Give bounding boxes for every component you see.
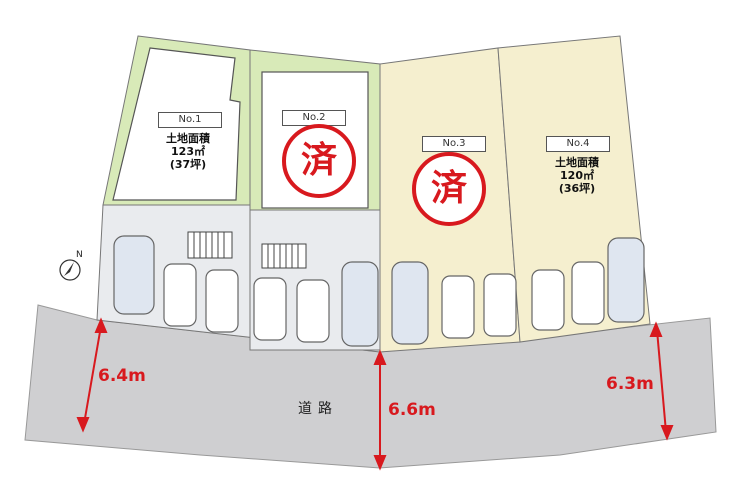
road-label: 道路 — [298, 401, 338, 417]
lot-1-area-title: 土地面積 — [166, 132, 210, 145]
car — [441, 275, 475, 339]
lot-4-label: No.4 — [546, 136, 610, 152]
lot-1-label: No.1 — [158, 112, 222, 128]
compass-north-label: N — [76, 250, 83, 260]
car — [531, 269, 565, 331]
car — [205, 269, 239, 333]
stairs-lot-1 — [187, 231, 233, 259]
car — [483, 273, 517, 337]
lot-3-label: No.3 — [422, 136, 486, 152]
lot-1-area-sqm: 123㎡ — [171, 145, 205, 158]
car — [607, 237, 645, 323]
car — [571, 261, 605, 325]
dimension-right: 6.3m — [606, 374, 654, 394]
lot-4-area-tsubo: (36坪) — [558, 182, 596, 195]
lot-4-area-sqm: 120㎡ — [560, 169, 594, 182]
dimension-center: 6.6m — [388, 400, 436, 420]
lot-3-sold-stamp: 済 — [412, 152, 486, 226]
lot-4-area-title: 土地面積 — [555, 156, 599, 169]
car — [296, 279, 330, 343]
lot-2-sold-stamp: 済 — [282, 124, 356, 198]
lot-1-area-tsubo: (37坪) — [169, 158, 207, 171]
dimension-left: 6.4m — [98, 366, 146, 386]
car — [391, 261, 429, 345]
parked-cars — [113, 235, 645, 347]
car — [341, 261, 379, 347]
lot-4-area: 土地面積 120㎡ (36坪) — [537, 156, 617, 195]
dimension-arrows — [76, 317, 674, 471]
car — [253, 277, 287, 341]
compass-icon — [59, 259, 81, 281]
stairs-lot-2 — [261, 243, 307, 269]
car — [113, 235, 155, 315]
car — [163, 263, 197, 327]
lot-1-area: 土地面積 123㎡ (37坪) — [148, 132, 228, 171]
